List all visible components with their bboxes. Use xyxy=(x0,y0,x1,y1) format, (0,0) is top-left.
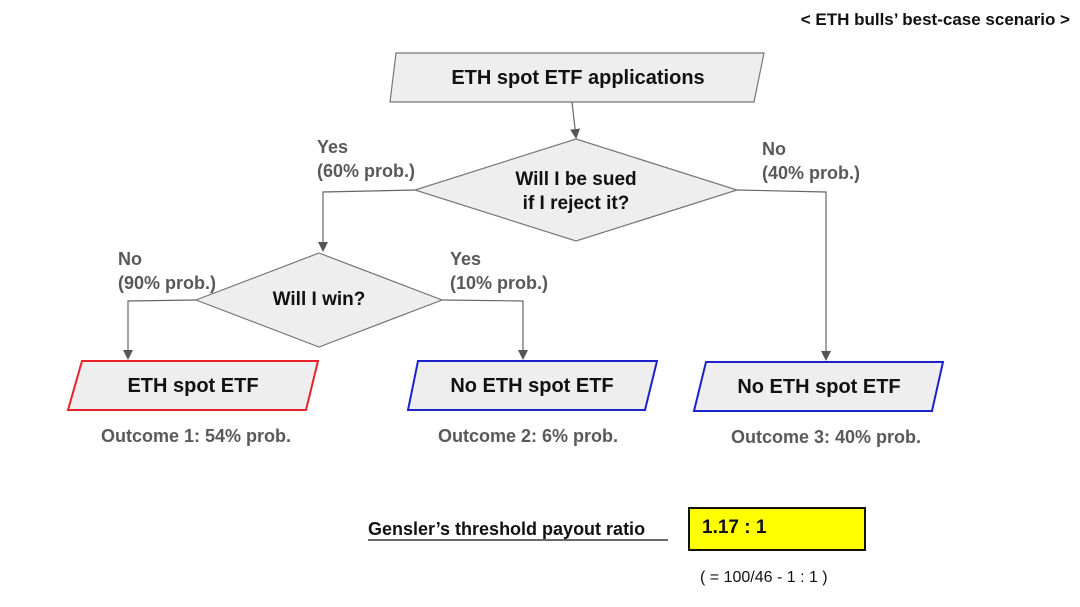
branch-win-no: No (90% prob.) xyxy=(118,247,216,295)
outcome2-box-label: No ETH spot ETF xyxy=(450,375,614,397)
decision-sued-shape xyxy=(413,138,739,242)
decision-sued-label: Will I be sued if I reject it? xyxy=(476,168,676,216)
branch-sued-yes-answer: Yes xyxy=(317,137,349,157)
outcome3-box-label: No ETH spot ETF xyxy=(737,376,901,398)
branch-sued-yes: Yes (60% prob.) xyxy=(317,135,415,183)
connector-sued-yes xyxy=(318,189,416,252)
scenario-title: < ETH bulls’ best-case scenario > xyxy=(800,10,1070,29)
threshold-label: Gensler’s threshold payout ratio xyxy=(368,519,646,539)
decision-sued-line-1: Will I be sued xyxy=(515,169,637,190)
outcome2-box-shape xyxy=(406,360,659,411)
branch-win-yes-prob: (10% prob.) xyxy=(450,273,549,293)
branch-win-no-answer: No xyxy=(118,249,142,269)
threshold-ratio-value: 1.17 : 1 xyxy=(702,517,767,538)
branch-sued-no-answer: No xyxy=(762,139,786,159)
branch-win-no-prob: (90% prob.) xyxy=(118,273,217,293)
decision-win-shape xyxy=(194,252,444,348)
outcome1-box-shape xyxy=(66,360,320,411)
outcome3-box-shape xyxy=(692,361,945,412)
decision-win-label: Will I win? xyxy=(272,289,366,310)
branch-win-yes-answer: Yes xyxy=(450,249,482,269)
branch-sued-no: No (40% prob.) xyxy=(762,137,860,185)
outcome1-caption: Outcome 1: 54% prob. xyxy=(100,426,292,446)
branch-win-yes: Yes (10% prob.) xyxy=(450,247,548,295)
threshold-ratio-box: 1.17 : 1 xyxy=(688,507,866,551)
connector-win-yes xyxy=(441,299,528,360)
connector-sued-no xyxy=(736,189,831,361)
outcome1-box-label: ETH spot ETF xyxy=(127,375,259,397)
outcome2-caption: Outcome 2: 6% prob. xyxy=(437,426,619,446)
threshold-formula: ( = 100/46 - 1 : 1 ) xyxy=(700,569,828,586)
start-node-shape xyxy=(389,52,765,103)
branch-sued-yes-prob: (60% prob.) xyxy=(317,161,416,181)
outcome3-caption: Outcome 3: 40% prob. xyxy=(730,427,922,447)
connector-start-to-sued xyxy=(570,101,581,139)
decision-sued-line-2: if I reject it? xyxy=(522,193,630,214)
connector-win-no xyxy=(123,299,197,360)
branch-sued-no-prob: (40% prob.) xyxy=(762,163,861,183)
start-node-label: ETH spot ETF applications xyxy=(451,67,705,89)
